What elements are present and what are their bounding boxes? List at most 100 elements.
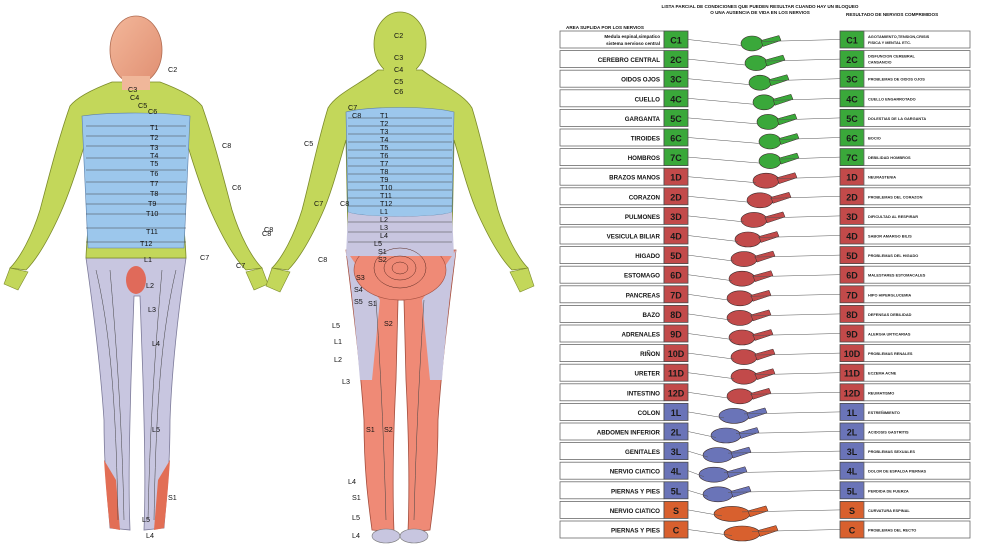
vertebra-code-left: 5L	[671, 486, 682, 496]
back-dermatome-label-c7: C7	[348, 103, 357, 112]
result-label: DEFENSAS DEBILIDAD	[868, 312, 912, 317]
result-box	[863, 422, 971, 441]
connector-right	[769, 78, 841, 81]
vertebra-code-box-left	[663, 69, 689, 88]
organ-label: CORAZON	[629, 194, 661, 201]
result-box	[863, 69, 971, 88]
connector-left	[687, 78, 751, 85]
vertebra-body	[756, 114, 780, 130]
connector-left	[687, 509, 723, 517]
back-dermatome-label-s1: S1	[366, 425, 375, 434]
front-dermatome-label-t8: T8	[150, 189, 158, 198]
result-box	[863, 442, 971, 461]
organ-label: PANCREAS	[626, 292, 660, 299]
vertebra-code-box-left	[663, 324, 689, 343]
result-label: PROBLEMAS RENALES	[868, 351, 913, 356]
connector-right	[751, 274, 841, 277]
vertebra-code-left: 7C	[670, 153, 682, 163]
organ-label: NERVIO CIATICO	[610, 508, 660, 515]
result-label: DOLOR DE ESPALDA PIERNAS	[868, 469, 927, 474]
result-label: DEBILIDAD HOMBROS	[868, 155, 911, 160]
back-dermatome-label-l4: L4	[352, 531, 360, 540]
result-box	[863, 520, 971, 539]
back-dermatome-label-c5: C5	[394, 77, 403, 86]
vertebra-code-right: 7C	[846, 153, 858, 163]
vertebra-body	[734, 231, 762, 248]
vertebra-body	[748, 74, 772, 91]
back-dermatome-label-l2: L2	[334, 355, 342, 364]
vertebra-code-right: 2D	[846, 192, 858, 202]
vertebra-code-box-left	[663, 128, 689, 147]
back-dermatome-label-c5: C5	[304, 139, 313, 148]
vertebra-body	[718, 408, 750, 424]
vertebra-body	[730, 251, 758, 267]
back-dermatome-label-t6: T6	[380, 151, 388, 160]
vertebra-code-left: 3C	[670, 75, 682, 85]
result-box	[863, 363, 971, 382]
result-label-line2: CANSANCIO	[868, 60, 892, 65]
vertebra-code-box-left	[663, 285, 689, 304]
front-thoracic-region	[81, 112, 191, 249]
vertebra-body	[758, 133, 782, 150]
vertebra-process	[764, 54, 786, 67]
result-box	[863, 285, 971, 304]
chart-header-right: RESULTADO DE NERVIOS COMPRIMIDOS	[846, 12, 938, 17]
vertebra-code-right: 4C	[846, 94, 858, 104]
vertebra-code-right: S	[849, 506, 855, 516]
back-dermatome-label-t12: T12	[380, 199, 392, 208]
back-dermatome-label-l1: L1	[380, 207, 388, 216]
organ-label: ABDOMEN INFERIOR	[597, 430, 661, 437]
front-dermatome-label-l3: L3	[148, 305, 156, 314]
connector-left	[687, 196, 751, 203]
connector-right	[743, 411, 841, 415]
connector-right	[727, 490, 841, 493]
result-box	[863, 481, 971, 500]
connector-left	[687, 137, 761, 144]
result-box	[863, 324, 971, 343]
vertebra-process	[760, 35, 782, 47]
connector-left	[687, 372, 735, 379]
connector-right	[723, 470, 841, 473]
connector-right	[761, 39, 841, 42]
back-dermatome-label-s2: S2	[378, 255, 387, 264]
organ-label: ESTOMAGO	[624, 273, 660, 280]
vertebra-code-box-left	[663, 246, 689, 265]
result-label: ECZEMA ACNE	[868, 371, 897, 376]
vertebra-code-right: 5C	[846, 114, 858, 124]
connector-left	[687, 156, 761, 164]
organ-label: BAZO	[642, 312, 660, 319]
organ-label: CEREBRO CENTRAL	[598, 57, 660, 64]
front-dermatome-label-c8: C8	[222, 141, 231, 150]
result-label: ALERGIA URTICARIAS	[868, 332, 911, 337]
connector-right	[749, 392, 841, 395]
vertebra-code-left: 5C	[670, 114, 682, 124]
front-dermatome-label-c3: C3	[128, 85, 137, 94]
front-dermatome-label-t11: T11	[146, 227, 158, 236]
back-dermatome-label-s2: S2	[384, 319, 393, 328]
vertebra-code-box-left	[663, 109, 689, 127]
connector-left	[687, 58, 747, 66]
vertebra-code-right: 2C	[846, 55, 858, 65]
vertebra-code-left: 7D	[670, 290, 682, 300]
result-box	[863, 128, 971, 147]
front-dermatome-label-t3: T3	[150, 143, 158, 152]
vertebra-code-box-left	[663, 442, 689, 461]
connector-left	[687, 117, 759, 125]
vertebra-code-box-left	[663, 265, 689, 284]
result-label: MALESTARES ESTOMACALES	[868, 273, 926, 278]
connector-left	[687, 98, 755, 105]
vertebra-body	[746, 192, 774, 209]
vertebra-code-box-left	[663, 481, 689, 500]
vertebra-code-box-left	[663, 500, 689, 519]
vertebra-code-left: C1	[670, 36, 682, 46]
back-dermatome-label-t5: T5	[380, 143, 388, 152]
back-dermatome-label-s1: S1	[368, 299, 377, 308]
vertebra-code-left: 4D	[670, 232, 682, 242]
front-dermatome-label-c7: C7	[236, 261, 245, 270]
result-label: ACIDOSIS GASTRITIS	[868, 430, 909, 435]
back-dermatome-label-c3: C3	[394, 53, 403, 62]
back-dermatome-label-t3: T3	[380, 127, 388, 136]
back-dermatome-label-s3: S3	[356, 273, 365, 282]
